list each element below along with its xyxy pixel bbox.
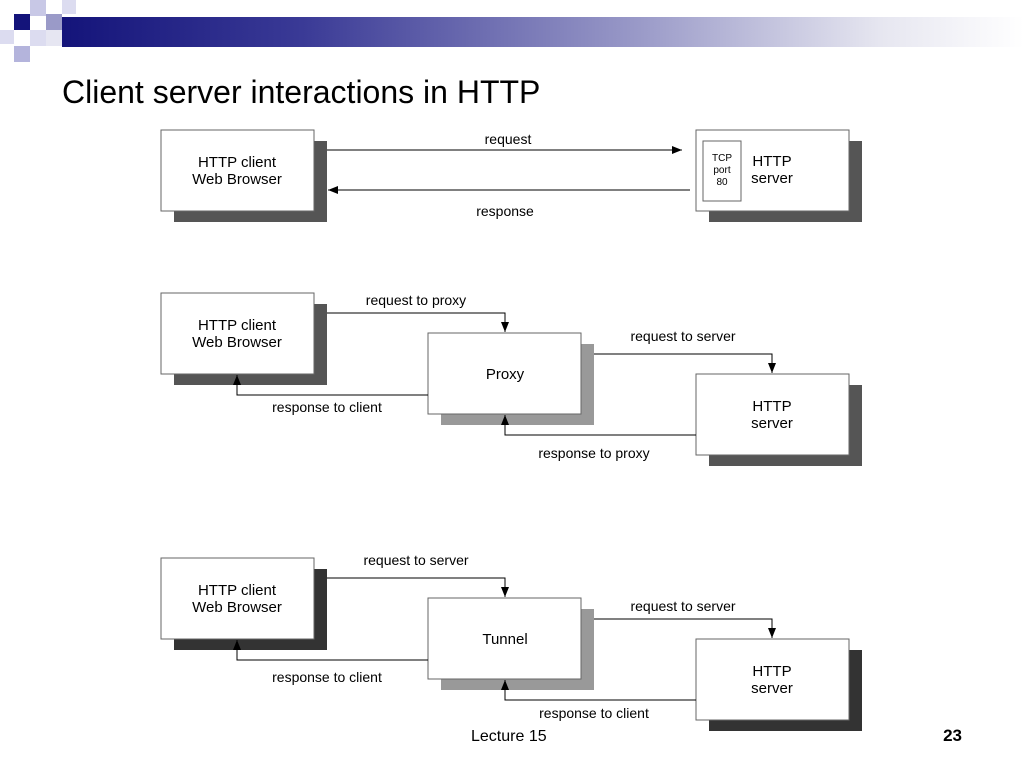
tcp-port-box <box>702 140 742 202</box>
port-label-line2: port <box>713 165 730 176</box>
response-to-proxy-label: response to proxy <box>538 445 649 461</box>
header-gradient-bar <box>62 17 1024 47</box>
corner-square <box>30 30 46 46</box>
client-box <box>160 557 315 640</box>
request-to-tunnel-label: request to server <box>363 552 468 568</box>
diagram-proxy: HTTP client Web Browser Proxy HTTP serve… <box>160 292 862 466</box>
corner-square <box>62 0 76 14</box>
request-label: request <box>485 131 532 147</box>
port-label-line1: TCP <box>712 153 732 164</box>
client-label-line2: Web Browser <box>192 599 282 616</box>
tunnel-box <box>427 597 582 680</box>
corner-square <box>30 0 46 16</box>
request-to-server-arrow <box>594 618 776 638</box>
server-box <box>695 373 850 456</box>
corner-square <box>14 46 30 62</box>
response-to-client-arrow <box>233 640 428 661</box>
request-to-server-arrow <box>594 353 776 373</box>
response-label: response <box>476 203 534 219</box>
diagram-direct: HTTP client Web Browser TCP port 80 HTTP… <box>160 129 862 222</box>
footer-lecture: Lecture 15 <box>471 728 547 745</box>
corner-square <box>46 14 62 30</box>
server-label-line2: server <box>751 415 793 432</box>
client-label-line1: HTTP client <box>198 317 277 334</box>
request-to-proxy-arrow <box>327 312 509 332</box>
page-number: 23 <box>943 726 962 745</box>
response-to-client-arrow <box>233 375 428 396</box>
server-label-line2: server <box>751 680 793 697</box>
request-to-server-label: request to server <box>630 598 735 614</box>
proxy-box <box>427 332 582 415</box>
request-to-server-label: request to server <box>630 328 735 344</box>
corner-square <box>0 30 14 44</box>
server-box <box>695 638 850 721</box>
proxy-label: Proxy <box>486 366 525 383</box>
client-box <box>160 292 315 375</box>
corner-square <box>14 14 30 30</box>
response-to-tunnel-arrow <box>501 680 696 701</box>
client-label-line2: Web Browser <box>192 171 282 188</box>
request-to-tunnel-arrow <box>327 577 509 597</box>
corner-square <box>46 30 62 46</box>
response-to-client-label: response to client <box>272 669 382 685</box>
client-label-line1: HTTP client <box>198 582 277 599</box>
response-to-client-label: response to client <box>272 399 382 415</box>
tunnel-label: Tunnel <box>482 631 527 648</box>
server-label-line1: HTTP <box>752 663 791 680</box>
response-to-tunnel-label: response to client <box>539 705 649 721</box>
client-box <box>160 129 315 212</box>
server-label-line2: server <box>751 170 793 187</box>
client-label-line1: HTTP client <box>198 154 277 171</box>
diagram-tunnel: HTTP client Web Browser Tunnel HTTP serv… <box>160 552 862 731</box>
client-label-line2: Web Browser <box>192 334 282 351</box>
response-to-proxy-arrow <box>501 415 696 436</box>
port-label-line3: 80 <box>716 177 728 188</box>
slide-title: Client server interactions in HTTP <box>62 74 541 110</box>
request-to-proxy-label: request to proxy <box>366 292 466 308</box>
server-label-line1: HTTP <box>752 153 791 170</box>
server-label-line1: HTTP <box>752 398 791 415</box>
